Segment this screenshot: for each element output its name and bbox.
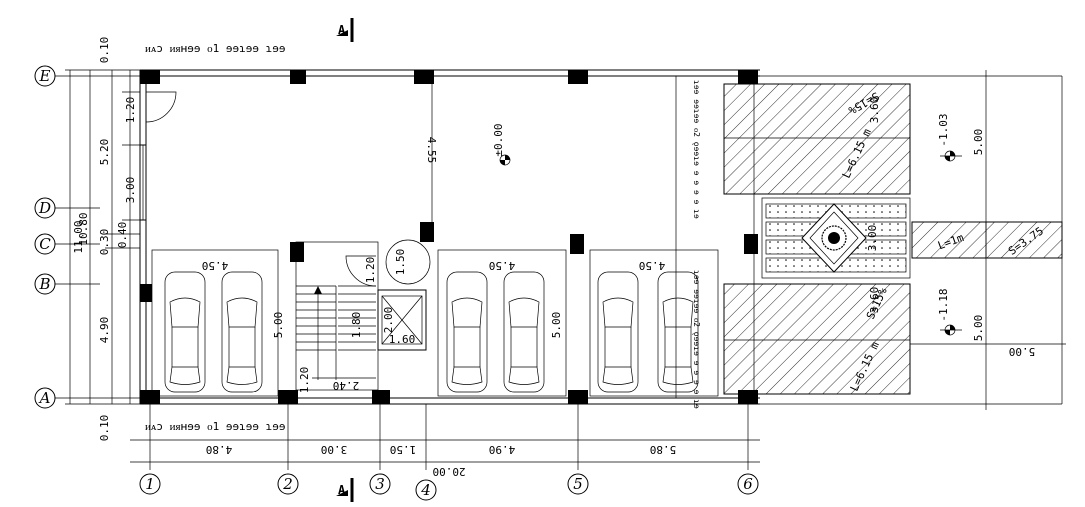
dim-landing: 1.80	[350, 312, 363, 339]
row-axis-bubbles: E D C B A	[34, 65, 140, 409]
column-axis-bubbles: 1 2 3 4 5 6	[139, 473, 759, 501]
bay2-width: 4.50	[489, 259, 516, 272]
row-axis-e: E	[39, 67, 51, 85]
dim-total-inner: 10.80	[77, 212, 90, 245]
tree-icon	[821, 225, 847, 251]
col-axis-3: 3	[375, 475, 385, 493]
dim-window: 3.00	[124, 177, 137, 204]
car-icon	[164, 271, 206, 393]
dim-bay4: 4.90	[489, 443, 516, 456]
dim-seg-e-d: 5.20	[98, 139, 111, 166]
right-dim-bottom: 5.00	[972, 315, 985, 342]
level-main: ±0.00	[492, 123, 505, 156]
parking-bay-2: 4.50 5.00	[437, 249, 567, 397]
dim-top-offset: 0.10	[98, 37, 111, 64]
bottom-dimensions: 4.80 3.00 1.50 4.90 5.80 20.00	[130, 404, 760, 478]
dim-circle: 1.50	[394, 249, 407, 276]
dim-hall-depth: 4.55	[425, 137, 438, 164]
mirrored-note-bottom: ᴎᴀɔ ᴎᴙʜɘɘ ᴏ1 ɘɘɿɘɘ ɿɘɘ	[145, 420, 285, 433]
road-strip: L=1m S=3.75	[911, 221, 1063, 259]
parking-bay-1: 4.50 5.00	[151, 249, 285, 397]
dim-lift-top: 1.20	[364, 257, 377, 284]
car-icon	[657, 271, 699, 393]
svg-text:A: A	[338, 483, 346, 497]
level-mark-main: ±0.00	[492, 123, 511, 166]
elevator: 1.60 2.00 1.50	[377, 239, 431, 351]
bay2-depth: 5.00	[550, 312, 563, 339]
col-axis-5: 5	[573, 475, 583, 493]
staircase: 2.40 1.20 1.80 1.20	[295, 241, 379, 394]
section-marker-bottom: A	[336, 478, 354, 502]
row-axis-b: B	[38, 275, 50, 293]
right-dim-bottom-rot: 5.00	[1009, 345, 1036, 358]
dim-small: 0.40	[116, 222, 129, 249]
dim-bay5: 5.80	[650, 443, 677, 456]
level-bottom: -1.18	[937, 288, 950, 321]
bay1-width: 4.50	[202, 259, 229, 272]
dim-lift-depth: 2.00	[382, 307, 395, 334]
row-axis-d: D	[38, 199, 51, 217]
bay3-width: 4.50	[639, 259, 666, 272]
car-icon	[446, 271, 488, 393]
level-mark-top: -1.03	[937, 113, 962, 162]
dim-stair-width: 1.20	[298, 367, 311, 394]
ramp-bottom: S=15% L=6.15 m	[723, 283, 911, 395]
col-axis-2: 2	[282, 475, 293, 493]
dim-total-outer: 11.00	[72, 220, 85, 253]
row-axis-c: C	[39, 235, 51, 253]
parking-bay-3: 4.50	[589, 249, 719, 397]
svg-text:A: A	[338, 23, 346, 37]
dim-seg-c: 0.30	[98, 229, 111, 256]
garden-planter: 3.00	[761, 197, 911, 279]
dim-seg-a-b: 4.90	[98, 317, 111, 344]
mirrored-vert-top: ɿɘɘ ɘɘɿɘɘ ᴏ2 ǫɘɘɿɘ ɘ ɘ ɘ ɘ ɿɘ	[692, 80, 701, 219]
dim-bay2: 3.00	[321, 443, 348, 456]
car-icon	[597, 271, 639, 393]
dim-stair-run: 2.40	[333, 379, 360, 392]
dim-bottom-offset: 0.10	[98, 415, 111, 442]
mirrored-vert-bottom: ɿɘɘ ɘɘɿɘɘ ᴏ2 ǫɘɘɿɘ ɘ ɘ ɘ ɘ ɿɘ	[692, 270, 701, 409]
right-dim-top: 5.00	[972, 129, 985, 156]
dim-bay3: 1.50	[390, 443, 417, 456]
section-marker-top: A	[336, 18, 354, 42]
left-dimensions: 11.00 10.80 5.20 0.30 4.90 0.10 0.10 1.2…	[65, 37, 140, 442]
car-icon	[503, 271, 545, 393]
ramp-side-top: 3.60	[868, 97, 881, 124]
col-axis-4: 4	[420, 481, 431, 499]
dim-total: 20.00	[432, 465, 465, 478]
level-top: -1.03	[937, 113, 950, 146]
dim-lift-width: 1.60	[389, 333, 416, 346]
row-axis-a: A	[38, 389, 51, 407]
ramp-side-bottom: 3.60	[868, 287, 881, 314]
garden-dim: 3.00	[866, 225, 879, 252]
dim-door: 1.20	[124, 97, 137, 124]
col-axis-6: 6	[743, 475, 753, 493]
right-boundary: 5.00 5.00 5.00	[760, 70, 1066, 410]
outer-walls	[139, 69, 760, 405]
dim-bay1: 4.80	[206, 443, 233, 456]
col-axis-1: 1	[145, 475, 155, 493]
level-mark-bottom: -1.18	[937, 288, 962, 336]
mirrored-note-top: ᴎᴀɔ ᴎᴙʜɘɘ ᴏ1 ɘɘɿɘɘ ɿɘɘ	[145, 42, 285, 55]
bay1-depth: 5.00	[272, 312, 285, 339]
car-icon	[221, 271, 263, 393]
hall-dimension: 4.55	[425, 76, 438, 222]
ramp-top: S=15% L=6.15 m	[723, 83, 911, 195]
